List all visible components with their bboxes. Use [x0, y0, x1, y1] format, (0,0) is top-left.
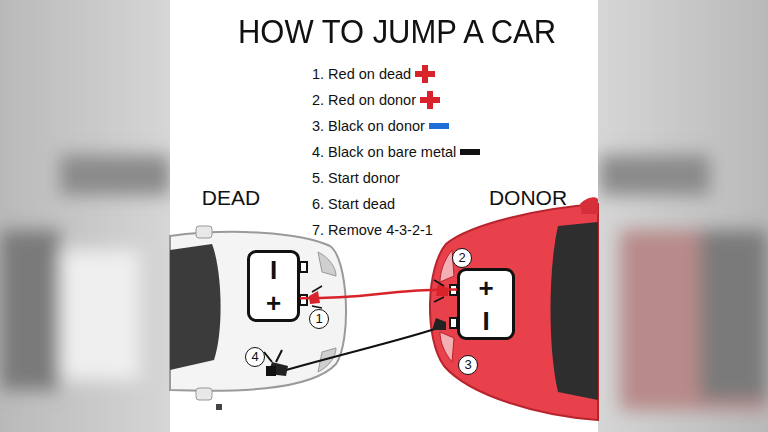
callout-number: 3: [458, 355, 478, 375]
plus-symbol: [414, 65, 436, 83]
callout-number: 2: [452, 248, 472, 268]
terminal: [300, 262, 307, 272]
terminal: [450, 318, 457, 328]
title: HOW TO JUMP A CAR: [238, 13, 556, 51]
red-cable: [300, 290, 457, 299]
step-text: 5. Start donor: [312, 170, 400, 186]
black-cable: [286, 326, 444, 370]
step-text: 7. Remove 4-3-2-1: [312, 222, 433, 238]
car-label: DONOR: [489, 186, 567, 210]
terminal: [300, 295, 307, 305]
battery-sign: I: [270, 257, 277, 283]
donor-car: [430, 197, 598, 420]
step-text: 2. Red on donor: [312, 92, 416, 108]
callout-number: 1: [309, 309, 329, 329]
step-text: 4. Black on bare metal: [312, 144, 456, 160]
black-clamp: [264, 318, 446, 376]
step-text: 1. Red on dead: [312, 66, 411, 82]
callout-number: 4: [245, 347, 265, 367]
battery-box: I+: [247, 250, 300, 322]
car-label: DEAD: [202, 186, 260, 210]
side-panel: [0, 0, 170, 432]
battery-sign: +: [478, 275, 493, 301]
minus-symbol: [459, 143, 481, 161]
step-text: 3. Black on donor: [312, 118, 425, 134]
side-panel: [598, 0, 768, 432]
plus-symbol: [419, 91, 441, 109]
step-text: 6. Start dead: [312, 196, 395, 212]
battery-box: +I: [457, 268, 515, 340]
battery-sign: +: [266, 290, 281, 316]
minus-symbol: [428, 117, 450, 135]
dead-car: [170, 226, 346, 410]
battery-sign: I: [482, 308, 489, 334]
